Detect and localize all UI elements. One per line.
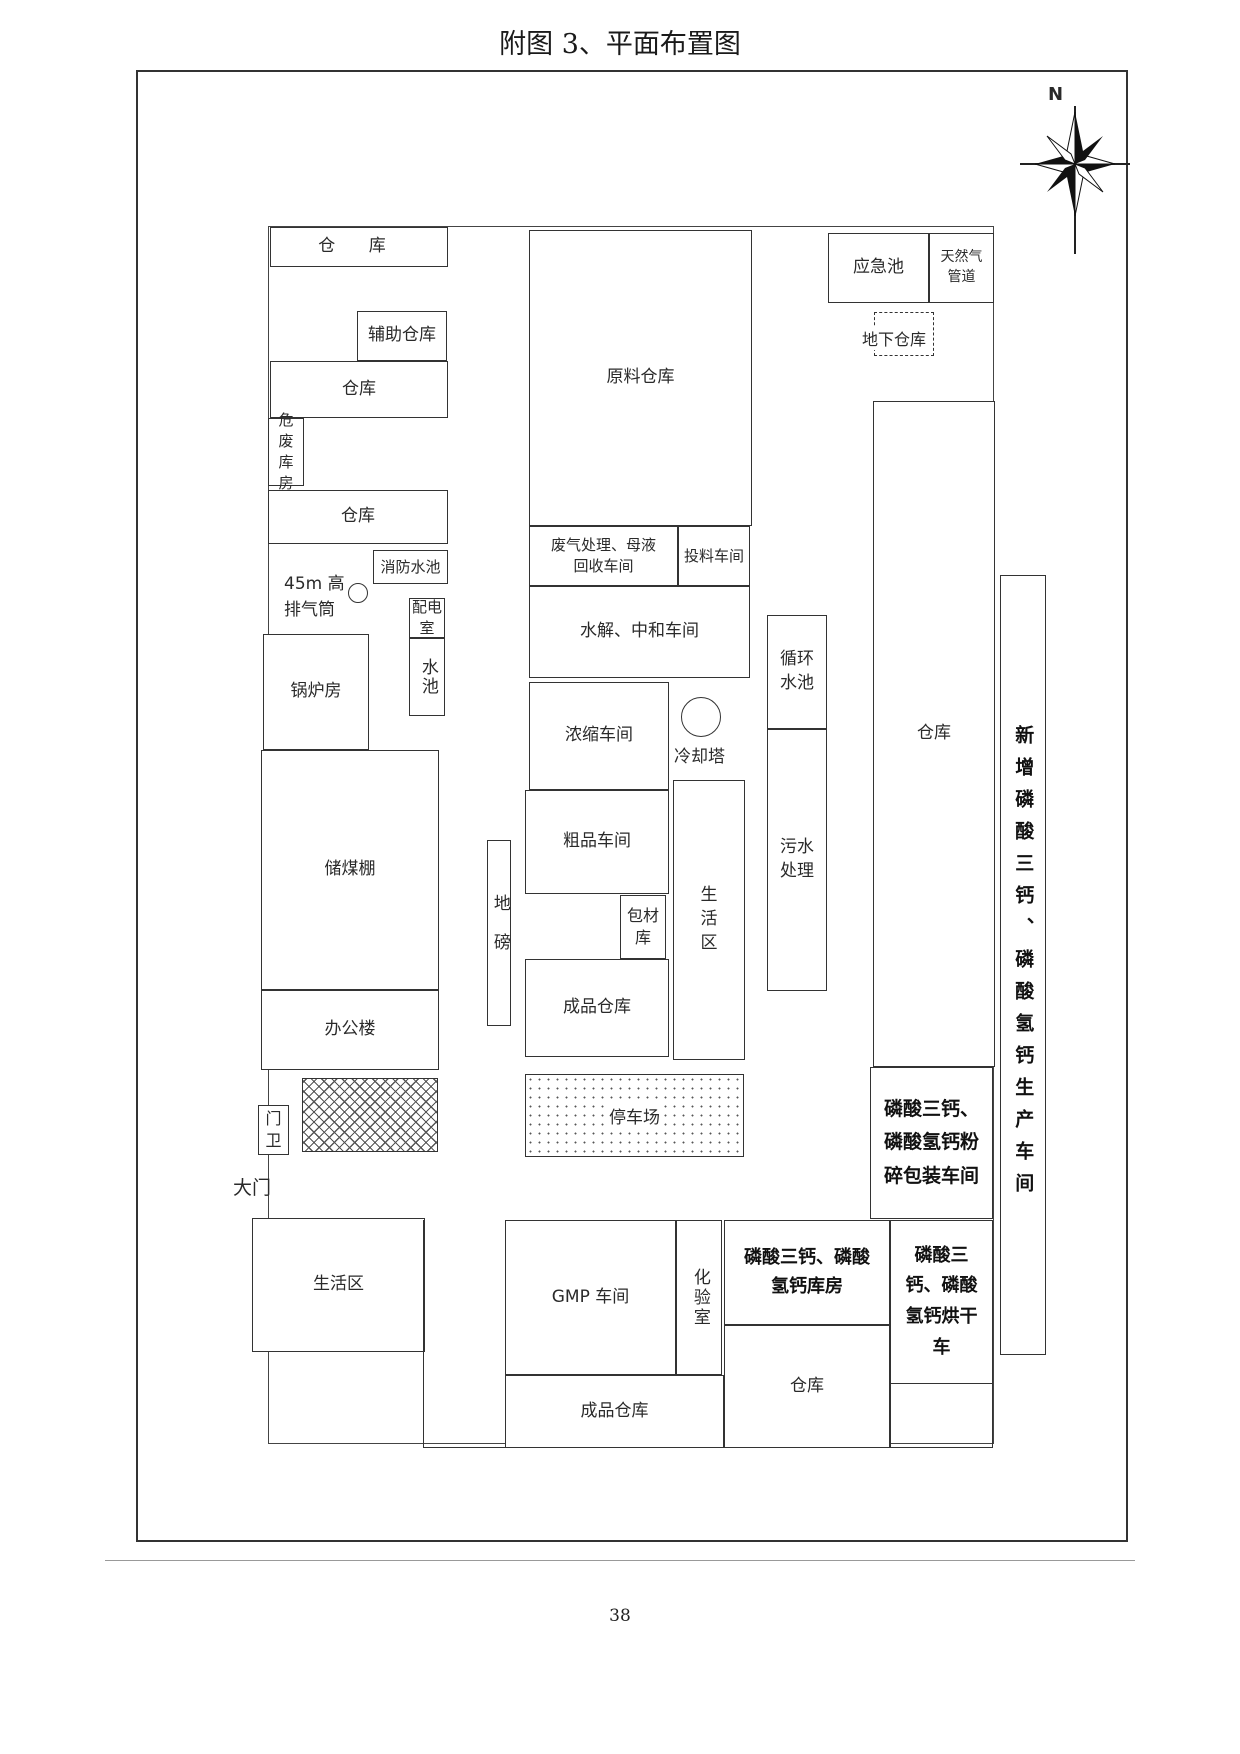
warehouse-right: 仓库: [873, 401, 995, 1067]
natural-gas-pipeline: 天然气管道: [929, 233, 994, 303]
compass-north-label: N: [1048, 84, 1064, 105]
emergency-pool: 应急池: [828, 233, 929, 303]
drawing-frame: [136, 70, 1128, 1542]
coal-shed: 储煤棚: [261, 750, 439, 990]
living-area-center: 生活区: [673, 780, 745, 1060]
weighbridge: 地磅: [487, 840, 511, 1026]
finished-goods-warehouse-center: 成品仓库: [525, 959, 669, 1057]
warehouse-2: 仓库: [270, 361, 448, 418]
page-title: 附图 3、平面布置图: [499, 29, 741, 60]
fire-water-pool: 消防水池: [373, 550, 448, 584]
gmp-workshop: GMP 车间: [505, 1220, 676, 1375]
greenbelt-hatched-area: [302, 1078, 438, 1152]
warehouse-bottom: 仓库: [724, 1325, 890, 1448]
drying-workshop-annex: [890, 1384, 993, 1448]
finished-goods-warehouse-bottom: 成品仓库: [505, 1375, 724, 1448]
office-building: 办公楼: [261, 990, 439, 1070]
guard-room: 门卫: [258, 1105, 289, 1155]
warehouse-top-left: 仓 库: [270, 227, 448, 267]
exhaust-stack-label: 45m 高排气筒: [284, 574, 345, 620]
parking-lot-label: 停车场: [607, 1103, 662, 1128]
cooling-tower-icon: [681, 697, 721, 737]
compass-rose-icon: N: [1020, 84, 1130, 254]
concentration-workshop: 浓缩车间: [529, 682, 669, 790]
cooling-tower-label: 冷却塔: [674, 747, 725, 767]
packaging-material-room: 包材库: [620, 895, 666, 959]
hydrolysis-neutralization-workshop: 水解、中和车间: [529, 586, 750, 678]
power-distribution-room: 配电室: [409, 598, 445, 638]
feeding-workshop: 投料车间: [678, 526, 750, 586]
sewage-treatment: 污水处理: [767, 729, 827, 991]
page-number: 38: [609, 1606, 631, 1626]
underground-warehouse-label: 地下仓库: [862, 326, 927, 350]
parking-lot: 停车场: [525, 1074, 744, 1157]
crude-product-workshop: 粗品车间: [525, 790, 669, 894]
waste-gas-treatment-workshop: 废气处理、母液回收车间: [529, 526, 678, 586]
new-production-workshop: 新增磷酸三钙、磷酸氢钙生产车间: [1000, 575, 1046, 1355]
main-gate-label: 大门: [233, 1177, 272, 1199]
crushing-packaging-workshop: 磷酸三钙、磷酸氢钙粉碎包装车间: [870, 1067, 993, 1219]
footer-rule: [105, 1560, 1135, 1561]
circulating-water-pool: 循环水池: [767, 615, 827, 729]
laboratory: 化验室: [676, 1220, 722, 1375]
auxiliary-warehouse: 辅助仓库: [357, 311, 447, 361]
hazardous-waste-warehouse: 危废库房: [268, 411, 304, 492]
water-pool: 水池: [409, 638, 445, 716]
drying-workshop: 磷酸三钙、磷酸氢钙烘干车: [890, 1220, 993, 1384]
raw-material-warehouse: 原料仓库: [529, 230, 752, 526]
boiler-room: 锅炉房: [263, 634, 369, 750]
exhaust-stack-icon: [348, 583, 368, 603]
living-area-bottom-left: 生活区: [252, 1218, 425, 1352]
warehouse-3: 仓库: [268, 490, 448, 544]
phosphate-storehouse: 磷酸三钙、磷酸氢钙库房: [724, 1220, 890, 1325]
